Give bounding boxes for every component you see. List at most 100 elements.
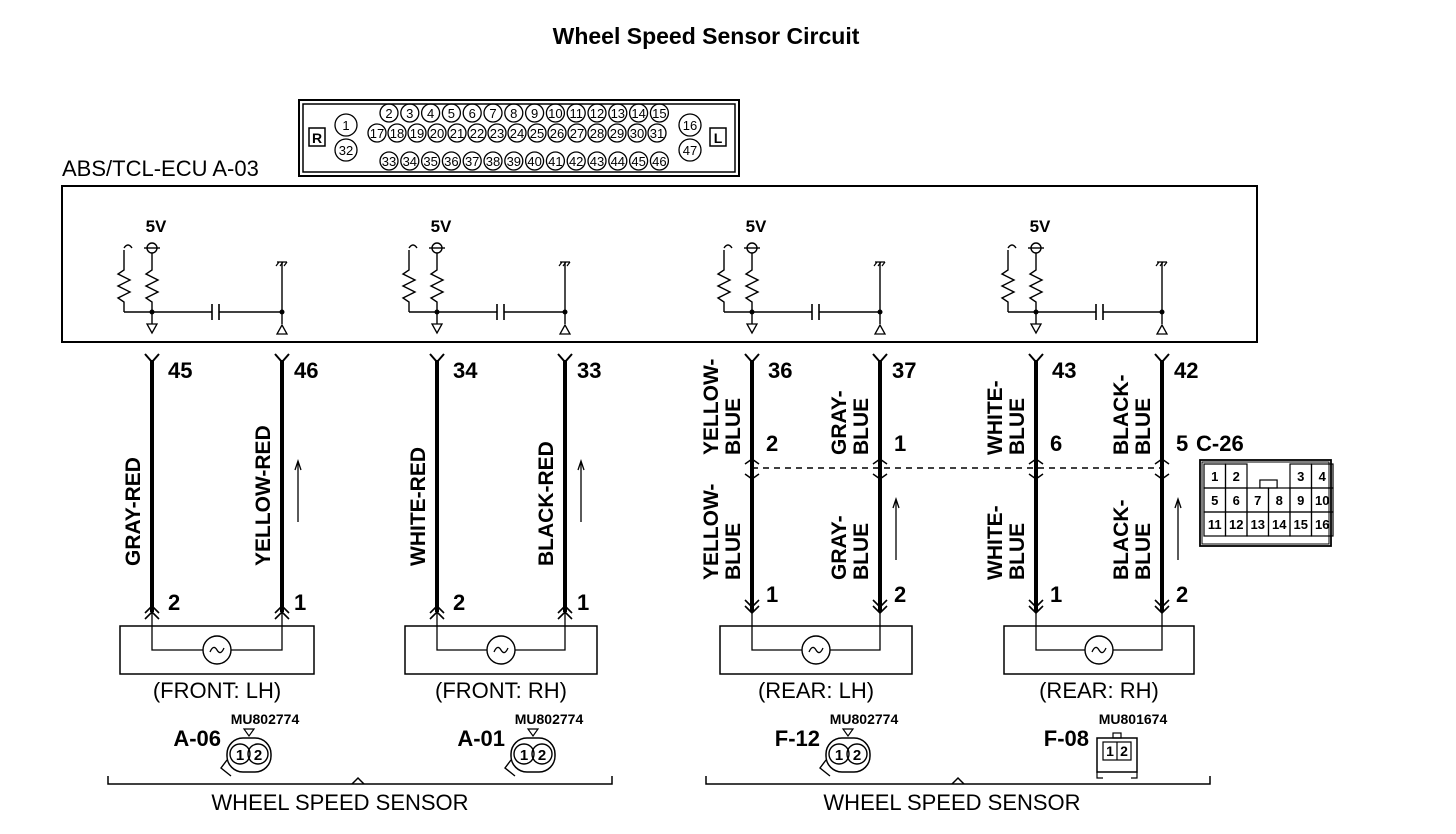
ecu-label: ABS/TCL-ECU A-03	[62, 156, 259, 181]
connector-marker-l: L	[714, 130, 723, 146]
ecu-box	[61, 185, 1258, 343]
joint-connector-pin: 13	[1251, 517, 1265, 532]
wire-color-label: YELLOW-BLUE	[700, 484, 745, 580]
ecu-terminal-number: 45	[168, 358, 192, 383]
ecu-pin-circle	[483, 103, 503, 123]
joint-connector-pin: 14	[1272, 517, 1287, 532]
ecu-pin-number: 32	[339, 143, 353, 158]
ecu-pin-circle	[379, 103, 399, 123]
ecu-pin-number: 26	[550, 126, 564, 141]
sensor-position-label: (REAR: RH)	[1039, 678, 1159, 703]
ecu-pin-number: 40	[527, 154, 541, 169]
ecu-pin-circle	[566, 103, 586, 123]
ecu-pin-circle	[467, 123, 487, 143]
diagram-title: Wheel Speed Sensor Circuit	[553, 23, 860, 49]
sensor-pin-number: 1	[1050, 582, 1062, 607]
joint-connector-pin: 9	[1297, 493, 1304, 508]
ecu-pin-circle	[367, 123, 387, 143]
ecu-pin-number: 46	[652, 154, 666, 169]
ecu-pin-circle	[524, 151, 545, 171]
connector-pin: 2	[1120, 743, 1128, 759]
ecu-pin-circle	[649, 103, 670, 123]
joint-connector-pin: 1	[1211, 469, 1218, 484]
joint-connector-pin: 16	[1315, 517, 1329, 532]
ecu-pin-circle	[407, 123, 427, 143]
wire-color-label: GRAY-RED	[122, 457, 145, 566]
wire-color-label: WHITE-BLUE	[984, 380, 1029, 455]
ecu-terminal-number: 42	[1174, 358, 1198, 383]
ecu-pin-circle	[527, 123, 547, 143]
ecu-pin-circle	[567, 123, 587, 143]
supply-5v-label: 5V	[746, 217, 767, 236]
joint-connector-pin: 2	[1233, 469, 1240, 484]
joint-connector-pin: 7	[1254, 493, 1261, 508]
joint-connector-pin: 4	[1319, 469, 1327, 484]
joint-connector-pin: 11	[1208, 517, 1222, 532]
ecu-pin-circle	[507, 123, 527, 143]
ecu-pin-number: 15	[652, 106, 666, 121]
sensor-pin-number: 2	[1176, 582, 1188, 607]
ecu-pin-number: 5	[448, 106, 455, 121]
sensor-position-label: (REAR: LH)	[758, 678, 874, 703]
ecu-pin-circle	[678, 113, 702, 137]
ecu-pin-number: 27	[570, 126, 584, 141]
ecu-pin-number: 3	[406, 106, 413, 121]
ecu-pin-number: 12	[590, 106, 604, 121]
connector-pin: 1	[236, 747, 244, 764]
connector-marker-r: R	[312, 130, 322, 146]
wire-color-label: GRAY-BLUE	[828, 390, 873, 455]
connector-part-number: MU802774	[830, 711, 899, 727]
ecu-pin-number: 36	[444, 154, 458, 169]
wire-color-label: WHITE-BLUE	[984, 505, 1029, 580]
ecu-pin-number: 28	[590, 126, 604, 141]
sensor-coil-icon	[486, 635, 516, 665]
ecu-pin-circle	[587, 103, 607, 123]
ecu-terminal-number: 43	[1052, 358, 1076, 383]
ecu-pin-number: 10	[548, 106, 562, 121]
ecu-pin-number: 6	[469, 106, 476, 121]
ecu-pin-circle	[420, 103, 441, 123]
ecu-pin-number: 47	[683, 143, 697, 158]
ecu-pin-circle	[427, 123, 447, 143]
joint-pin-number: 1	[894, 431, 906, 456]
ecu-pin-circle	[334, 113, 358, 137]
ecu-pin-number: 29	[610, 126, 624, 141]
connector-pin: 1	[520, 747, 528, 764]
ecu-pin-circle	[545, 151, 566, 171]
ecu-pin-number: 11	[569, 106, 583, 121]
wheel-speed-sensor-box	[119, 625, 315, 675]
ecu-pin-number: 45	[631, 154, 645, 169]
ecu-pin-number: 44	[611, 154, 625, 169]
sensor-pin-number: 1	[766, 582, 778, 607]
sensor-pin-number: 1	[294, 590, 306, 615]
connector-pin: 1	[1106, 743, 1114, 759]
connector-pin: 2	[853, 747, 861, 764]
sensor-pin-number: 2	[453, 590, 465, 615]
ecu-pin-circle	[608, 103, 628, 123]
connector-part-number: MU801674	[1099, 711, 1168, 727]
supply-5v-label: 5V	[1030, 217, 1051, 236]
ecu-pin-number: 14	[631, 106, 645, 121]
wire-color-label: BLACK-RED	[535, 441, 558, 566]
ecu-pin-circle	[400, 151, 420, 171]
ecu-pin-number: 42	[569, 154, 583, 169]
connector-pin: 1	[835, 747, 843, 764]
ecu-pin-number: 1	[342, 118, 349, 133]
ecu-pin-circle	[441, 103, 462, 123]
connector-id: A-01	[457, 726, 505, 751]
ecu-pin-circle	[400, 103, 420, 123]
joint-connector-id: C-26	[1196, 431, 1244, 456]
sensor-coil-icon	[202, 635, 232, 665]
ecu-pin-number: 30	[630, 126, 644, 141]
wire-color-label: BLACK-BLUE	[1110, 500, 1155, 580]
ecu-pin-number: 8	[510, 106, 517, 121]
ecu-pin-number: 43	[590, 154, 604, 169]
joint-pin-number: 5	[1176, 431, 1188, 456]
ecu-pin-number: 2	[385, 106, 392, 121]
wire-color-label: YELLOW-BLUE	[700, 359, 745, 455]
